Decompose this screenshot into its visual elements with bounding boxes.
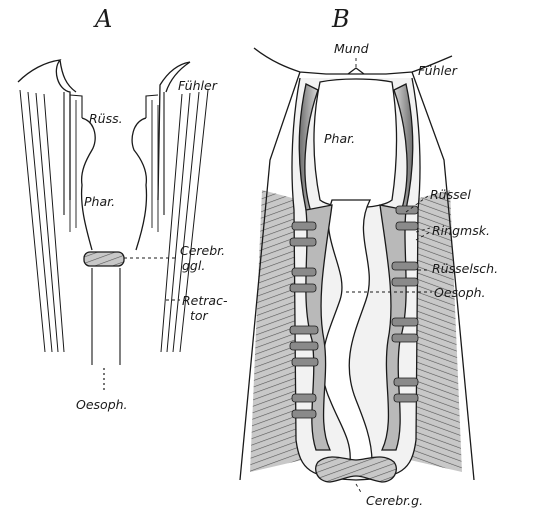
label-b-ringmsk: Ringmsk. xyxy=(432,224,490,238)
panel-a-oesophagus xyxy=(92,268,120,365)
panel-b-letter: B xyxy=(332,6,350,32)
panel-a-left-wall xyxy=(20,90,64,352)
label-a-oesoph: Oesoph. xyxy=(76,398,128,412)
panel-a-proboscis xyxy=(82,118,147,250)
panel-a-cerebral-ganglion xyxy=(84,252,124,266)
label-b-cerebr: Cerebr.g. xyxy=(366,494,423,508)
label-a-cerebr-2: ggl. xyxy=(182,259,205,273)
label-a-ruess: Rüss. xyxy=(89,112,123,126)
label-b-mund: Mund xyxy=(334,42,369,56)
label-a-cerebr-1: Cerebr. xyxy=(180,244,225,258)
label-a-fuehler: Fühler xyxy=(178,79,217,93)
label-b-ruesselsch: Rüsselsch. xyxy=(432,262,498,276)
panel-a-drawing xyxy=(18,60,208,392)
panel-a-leaders xyxy=(124,258,180,300)
panel-b-mouth xyxy=(348,68,364,74)
label-b-phar: Phar. xyxy=(324,132,355,146)
panel-a-letter: A xyxy=(95,6,112,32)
label-a-retractor-2: tor xyxy=(190,309,208,323)
label-b-oesoph: Oesoph. xyxy=(434,286,486,300)
label-b-ruessel: Rüssel xyxy=(430,188,471,202)
label-a-retractor-1: Retrac- xyxy=(182,294,227,308)
label-a-phar: Phar. xyxy=(84,195,115,209)
label-b-fuehler: Fühler xyxy=(418,64,457,78)
